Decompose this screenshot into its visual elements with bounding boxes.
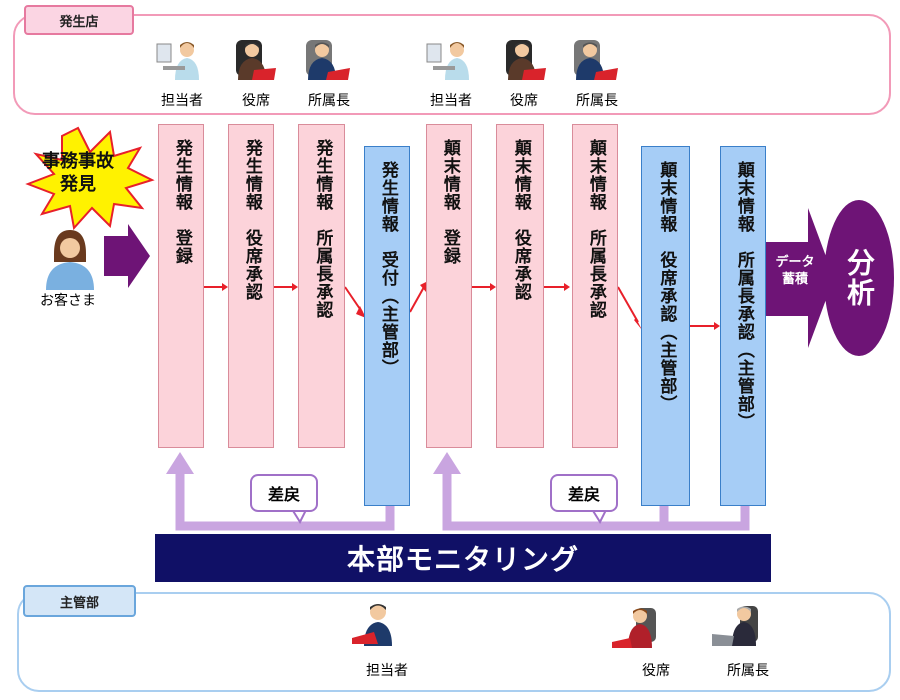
- data-storage-line-2: 蓄積: [781, 272, 808, 287]
- step-label: 顛末情報 所属長承認（主管部）: [733, 161, 754, 431]
- hq-monitoring-bar: 本部モニタリング: [155, 534, 771, 582]
- return-arrow-right-head: [433, 452, 461, 474]
- step-label: 顛末情報 役席承認（主管部）: [656, 161, 677, 413]
- step-outcome-manager-approval[interactable]: 顛末情報 所属長承認: [572, 124, 618, 448]
- role-staff-label: 担当者: [430, 93, 472, 109]
- step-occurrence-register[interactable]: 発生情報 登録: [158, 124, 204, 448]
- role-deputy-label: 役席: [510, 93, 538, 109]
- hq-deputy-label: 役席: [642, 663, 670, 679]
- step-occurrence-manager-approval[interactable]: 発生情報 所属長承認: [298, 124, 345, 448]
- head-office-panel-title: 主管部: [23, 585, 136, 617]
- data-storage-label: データ 蓄積: [766, 254, 824, 288]
- role-deputy-label: 役席: [242, 93, 270, 109]
- manager-person-icon: [306, 40, 350, 80]
- hq-manager-person-icon: [712, 606, 758, 646]
- staff-person-icon: [426, 42, 469, 80]
- hq-staff-person-icon: [352, 604, 392, 646]
- return-loop-left: [175, 472, 395, 531]
- deputy-person-icon: [236, 40, 276, 80]
- analysis-label: 分析: [843, 248, 876, 308]
- role-manager-label: 所属長: [576, 93, 618, 109]
- customer-arrow: [104, 224, 150, 288]
- hq-deputy-person-icon: [612, 608, 656, 648]
- customer-person-icon: [46, 230, 94, 290]
- incident-discovery-label: 事務事故 発見: [6, 150, 150, 196]
- analysis-node[interactable]: 分析: [824, 200, 894, 356]
- step-outcome-register[interactable]: 顛末情報 登録: [426, 124, 472, 448]
- step-occurrence-acceptance-hq[interactable]: 発生情報 受付（主管部）: [364, 146, 410, 506]
- deputy-person-icon: [506, 40, 546, 80]
- step-label: 発生情報 役席承認: [241, 139, 262, 301]
- hq-manager-label: 所属長: [727, 663, 769, 679]
- role-manager-label: 所属長: [308, 93, 350, 109]
- step-label: 顛末情報 役席承認: [510, 139, 531, 301]
- return-arrow-left-head: [166, 452, 194, 474]
- incident-line-2: 発見: [60, 174, 96, 195]
- staff-person-icon: [156, 42, 199, 80]
- role-staff-label: 担当者: [161, 93, 203, 109]
- step-occurrence-deputy-approval[interactable]: 発生情報 役席承認: [228, 124, 274, 448]
- step-label: 発生情報 受付（主管部）: [377, 161, 398, 377]
- customer-label: お客さま: [40, 293, 96, 309]
- return-callout-right: 差戻: [550, 474, 618, 512]
- step-label: 発生情報 登録: [171, 139, 192, 265]
- data-storage-arrow: [766, 208, 834, 348]
- return-callout-left: 差戻: [250, 474, 318, 512]
- step-label: 顛末情報 所属長承認: [585, 139, 606, 319]
- step-label: 発生情報 所属長承認: [312, 139, 333, 319]
- step-outcome-deputy-approval[interactable]: 顛末情報 役席承認: [496, 124, 544, 448]
- return-loop-right: [442, 472, 750, 531]
- incident-starburst: [25, 126, 155, 231]
- data-storage-line-1: データ: [775, 255, 815, 270]
- step-outcome-deputy-approval-hq[interactable]: 顛末情報 役席承認（主管部）: [641, 146, 690, 506]
- manager-person-icon: [574, 40, 618, 80]
- step-label: 顛末情報 登録: [439, 139, 460, 265]
- store-panel-title: 発生店: [24, 5, 134, 35]
- incident-line-1: 事務事故: [42, 151, 114, 172]
- hq-staff-label: 担当者: [366, 663, 408, 679]
- step-outcome-manager-approval-hq[interactable]: 顛末情報 所属長承認（主管部）: [720, 146, 766, 506]
